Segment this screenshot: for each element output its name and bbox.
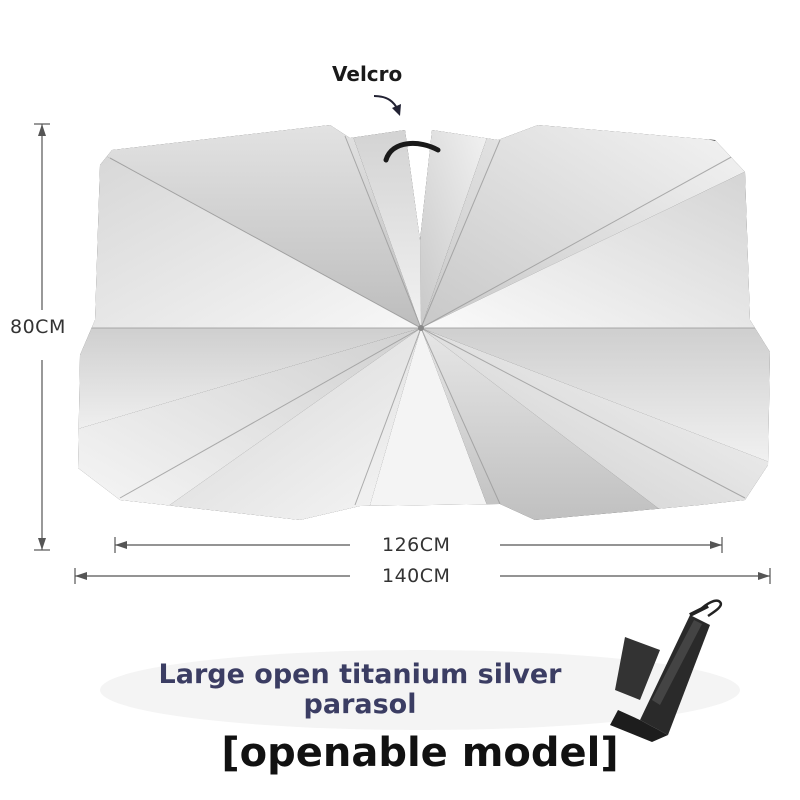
inner-width-label: 126CM	[378, 534, 455, 556]
windshield-shade	[78, 125, 770, 520]
model-label: [openable model]	[221, 730, 619, 776]
curved-arrow-icon	[373, 95, 401, 116]
outer-width-dimension-line	[74, 568, 771, 584]
inner-width-dimension-line	[114, 537, 723, 553]
height-dimension-line	[34, 123, 50, 551]
outer-width-label: 140CM	[378, 565, 455, 587]
product-description: Large open titanium silver parasol	[158, 659, 562, 720]
velcro-label: Velcro	[332, 62, 403, 86]
folded-umbrella-icon	[610, 599, 723, 742]
height-label: 80CM	[6, 316, 70, 338]
